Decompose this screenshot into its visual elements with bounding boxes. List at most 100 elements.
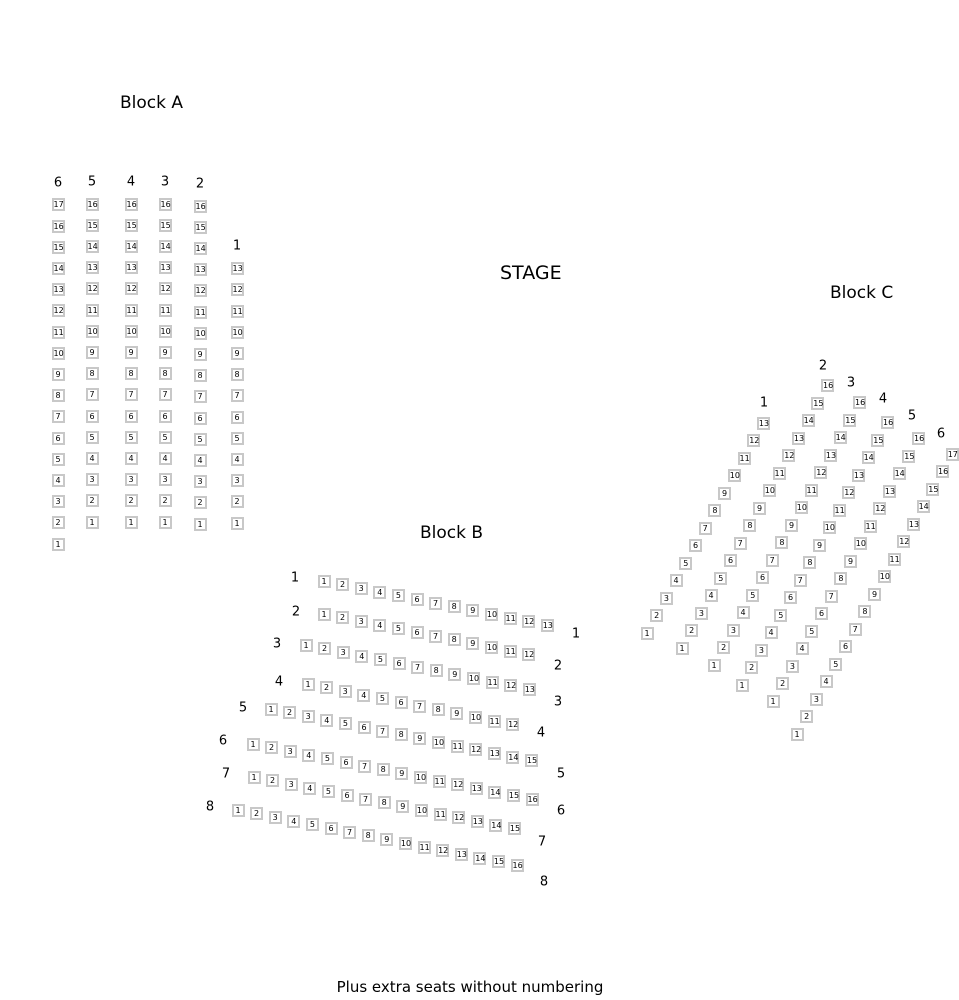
seat[interactable]: 11 bbox=[432, 774, 446, 788]
seat[interactable]: 10 bbox=[794, 501, 808, 514]
seat[interactable]: 5 bbox=[230, 431, 244, 445]
seat[interactable]: 11 bbox=[863, 519, 877, 533]
seat[interactable]: 8 bbox=[447, 600, 461, 614]
seat[interactable]: 15 bbox=[491, 855, 505, 869]
seat[interactable]: 11 bbox=[417, 840, 431, 854]
seat[interactable]: 5 bbox=[714, 571, 728, 585]
seat[interactable]: 11 bbox=[832, 503, 846, 517]
seat[interactable]: 3 bbox=[354, 614, 368, 628]
seat[interactable]: 6 bbox=[839, 640, 852, 653]
seat[interactable]: 15 bbox=[843, 413, 857, 427]
seat[interactable]: 13 bbox=[51, 283, 65, 297]
seat[interactable]: 14 bbox=[124, 239, 138, 253]
seat[interactable]: 7 bbox=[824, 589, 838, 603]
seat[interactable]: 2 bbox=[250, 807, 264, 821]
seat[interactable]: 4 bbox=[303, 781, 317, 795]
seat[interactable]: 6 bbox=[324, 822, 338, 835]
seat[interactable]: 11 bbox=[503, 644, 517, 658]
seat[interactable]: 15 bbox=[811, 396, 825, 410]
seat[interactable]: 11 bbox=[450, 739, 464, 753]
seat[interactable]: 1 bbox=[640, 626, 654, 640]
seat[interactable]: 1 bbox=[231, 803, 245, 817]
seat[interactable]: 9 bbox=[785, 518, 799, 532]
seat[interactable]: 7 bbox=[411, 660, 425, 674]
seat[interactable]: 5 bbox=[805, 624, 819, 638]
seat[interactable]: 9 bbox=[85, 345, 99, 359]
seat[interactable]: 13 bbox=[230, 262, 244, 276]
seat[interactable]: 14 bbox=[193, 241, 207, 255]
seat[interactable]: 8 bbox=[85, 367, 99, 381]
seat[interactable]: 6 bbox=[815, 607, 828, 620]
seat[interactable]: 12 bbox=[522, 615, 536, 629]
seat[interactable]: 16 bbox=[936, 465, 949, 478]
seat[interactable]: 2 bbox=[800, 710, 814, 723]
seat[interactable]: 15 bbox=[158, 218, 172, 232]
seat[interactable]: 2 bbox=[776, 677, 790, 690]
seat[interactable]: 7 bbox=[793, 573, 807, 587]
seat[interactable]: 3 bbox=[726, 623, 740, 637]
seat[interactable]: 1 bbox=[193, 517, 207, 531]
seat[interactable]: 11 bbox=[193, 305, 207, 319]
seat[interactable]: 4 bbox=[355, 649, 369, 663]
seat[interactable]: 7 bbox=[429, 629, 443, 643]
seat[interactable]: 13 bbox=[522, 682, 536, 696]
seat[interactable]: 16 bbox=[821, 379, 834, 392]
seat[interactable]: 12 bbox=[522, 648, 536, 662]
seat[interactable]: 11 bbox=[485, 675, 499, 689]
seat[interactable]: 10 bbox=[398, 836, 412, 850]
seat[interactable]: 16 bbox=[525, 793, 539, 806]
seat[interactable]: 6 bbox=[158, 409, 172, 423]
seat[interactable]: 6 bbox=[340, 789, 354, 802]
seat[interactable]: 13 bbox=[124, 261, 138, 275]
seat[interactable]: 6 bbox=[339, 756, 353, 769]
seat[interactable]: 7 bbox=[85, 388, 99, 402]
seat[interactable]: 13 bbox=[851, 468, 865, 482]
seat[interactable]: 10 bbox=[230, 325, 244, 339]
seat[interactable]: 11 bbox=[124, 303, 138, 317]
seat[interactable]: 10 bbox=[51, 346, 65, 360]
seat[interactable]: 10 bbox=[124, 324, 138, 338]
seat[interactable]: 4 bbox=[320, 713, 334, 727]
seat[interactable]: 1 bbox=[246, 737, 260, 751]
seat[interactable]: 2 bbox=[336, 578, 350, 592]
seat[interactable]: 9 bbox=[450, 707, 464, 721]
seat[interactable]: 6 bbox=[689, 539, 702, 552]
seat[interactable]: 3 bbox=[785, 659, 799, 673]
seat[interactable]: 7 bbox=[413, 699, 427, 713]
seat[interactable]: 12 bbox=[747, 434, 761, 447]
seat[interactable]: 3 bbox=[230, 474, 244, 488]
seat[interactable]: 8 bbox=[431, 703, 445, 717]
seat[interactable]: 3 bbox=[754, 643, 768, 657]
seat[interactable]: 14 bbox=[158, 239, 172, 253]
seat[interactable]: 5 bbox=[375, 692, 389, 706]
seat[interactable]: 3 bbox=[283, 744, 297, 758]
seat[interactable]: 10 bbox=[853, 537, 867, 550]
seat[interactable]: 6 bbox=[357, 721, 371, 734]
seat[interactable]: 4 bbox=[287, 814, 301, 828]
seat[interactable]: 6 bbox=[394, 696, 408, 709]
seat[interactable]: 1 bbox=[766, 694, 780, 708]
seat[interactable]: 5 bbox=[373, 653, 387, 667]
seat[interactable]: 10 bbox=[877, 570, 891, 583]
seat[interactable]: 16 bbox=[881, 416, 894, 429]
seat[interactable]: 4 bbox=[795, 642, 809, 655]
seat[interactable]: 6 bbox=[85, 409, 99, 423]
seat[interactable]: 3 bbox=[284, 777, 298, 791]
seat[interactable]: 12 bbox=[452, 811, 466, 825]
seat[interactable]: 11 bbox=[804, 483, 818, 497]
seat[interactable]: 14 bbox=[833, 431, 847, 444]
seat[interactable]: 8 bbox=[376, 763, 390, 777]
seat[interactable]: 3 bbox=[85, 473, 99, 487]
seat[interactable]: 3 bbox=[809, 692, 823, 706]
seat[interactable]: 12 bbox=[124, 282, 138, 296]
seat[interactable]: 14 bbox=[801, 414, 815, 427]
seat[interactable]: 10 bbox=[484, 607, 498, 621]
seat[interactable]: 3 bbox=[354, 581, 368, 595]
seat[interactable]: 10 bbox=[431, 735, 445, 749]
seat[interactable]: 7 bbox=[343, 825, 357, 839]
seat[interactable]: 8 bbox=[361, 829, 375, 843]
seat[interactable]: 6 bbox=[124, 409, 138, 423]
seat[interactable]: 3 bbox=[158, 473, 172, 487]
seat[interactable]: 16 bbox=[510, 859, 524, 872]
seat[interactable]: 6 bbox=[51, 431, 65, 445]
